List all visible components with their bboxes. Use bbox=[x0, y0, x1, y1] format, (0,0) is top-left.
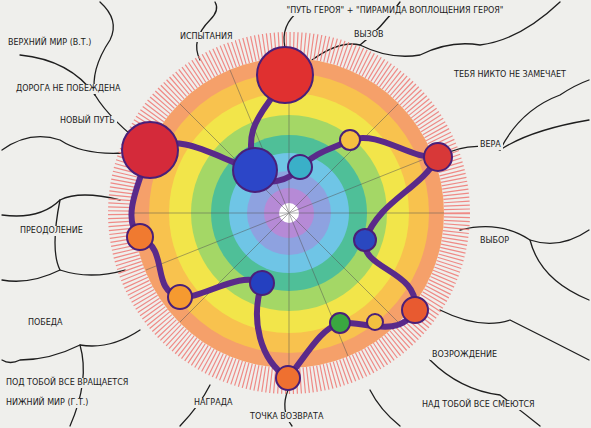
stage-label: ТЕБЯ НИКТО НЕ ЗАМЕЧАЕТ bbox=[452, 70, 568, 80]
stage-label: ВЫБОР bbox=[478, 236, 511, 246]
stage-label: ИСПЫТАНИЯ bbox=[178, 32, 235, 42]
stage-label: ВЫЗОВ bbox=[352, 30, 385, 40]
stage-label: ПРЕОДОЛЕНИЕ bbox=[18, 226, 85, 236]
diagram-title: "ПУТЬ ГЕРОЯ" + "ПИРАМИДА ВОПЛОЩЕНИЯ ГЕРО… bbox=[284, 6, 505, 16]
stage-label: НИЖНИЙ МИР (Г.Т.) bbox=[4, 398, 91, 408]
stage-label: ВОЗРОЖДЕНИЕ bbox=[430, 350, 499, 360]
stage-label: НОВЫЙ ПУТЬ bbox=[58, 116, 117, 126]
stage-label: ПОБЕДА bbox=[26, 318, 65, 328]
stage-label: ВЕРХНИЙ МИР (В.Т.) bbox=[6, 38, 93, 48]
stage-label: ДОРОГА НЕ ПОБЕЖДЕНА bbox=[14, 84, 122, 94]
stage-label: ТОЧКА ВОЗВРАТА bbox=[248, 412, 325, 422]
stage-label: ПОД ТОБОЙ ВСЕ ВРАЩАЕТСЯ bbox=[4, 378, 130, 388]
stage-label: ВЕРА bbox=[478, 140, 503, 150]
stage-label: НАГРАДА bbox=[192, 398, 234, 408]
stage-label: НАД ТОБОЙ ВСЕ СМЕЮТСЯ bbox=[420, 400, 537, 410]
